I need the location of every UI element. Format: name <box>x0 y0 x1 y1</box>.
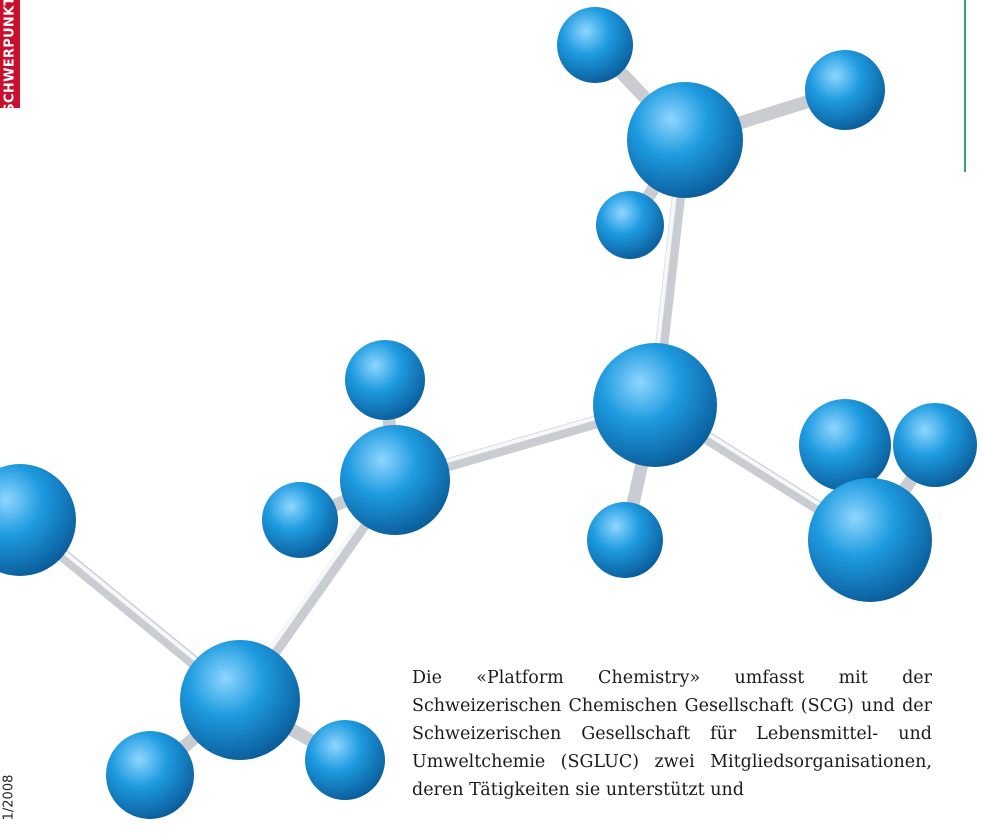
atom <box>627 82 743 198</box>
atom <box>893 403 977 487</box>
atom <box>593 343 717 467</box>
atom <box>106 731 194 819</box>
atom <box>557 7 633 83</box>
atom <box>0 464 76 576</box>
atom <box>805 50 885 130</box>
atom <box>587 502 663 578</box>
atom <box>340 425 450 535</box>
atom <box>799 399 891 491</box>
section-tab: SCHWERPUNKT <box>0 0 20 112</box>
atom <box>345 340 425 420</box>
accent-rule <box>964 0 966 172</box>
bond-highlights <box>18 138 872 700</box>
atom <box>305 720 385 800</box>
atom <box>808 478 932 602</box>
article-paragraph: Die «Platform Chemistry» umfasst mit der… <box>412 668 932 800</box>
atoms <box>0 7 977 819</box>
atom <box>180 640 300 760</box>
atom <box>596 191 664 259</box>
atom <box>262 482 338 558</box>
